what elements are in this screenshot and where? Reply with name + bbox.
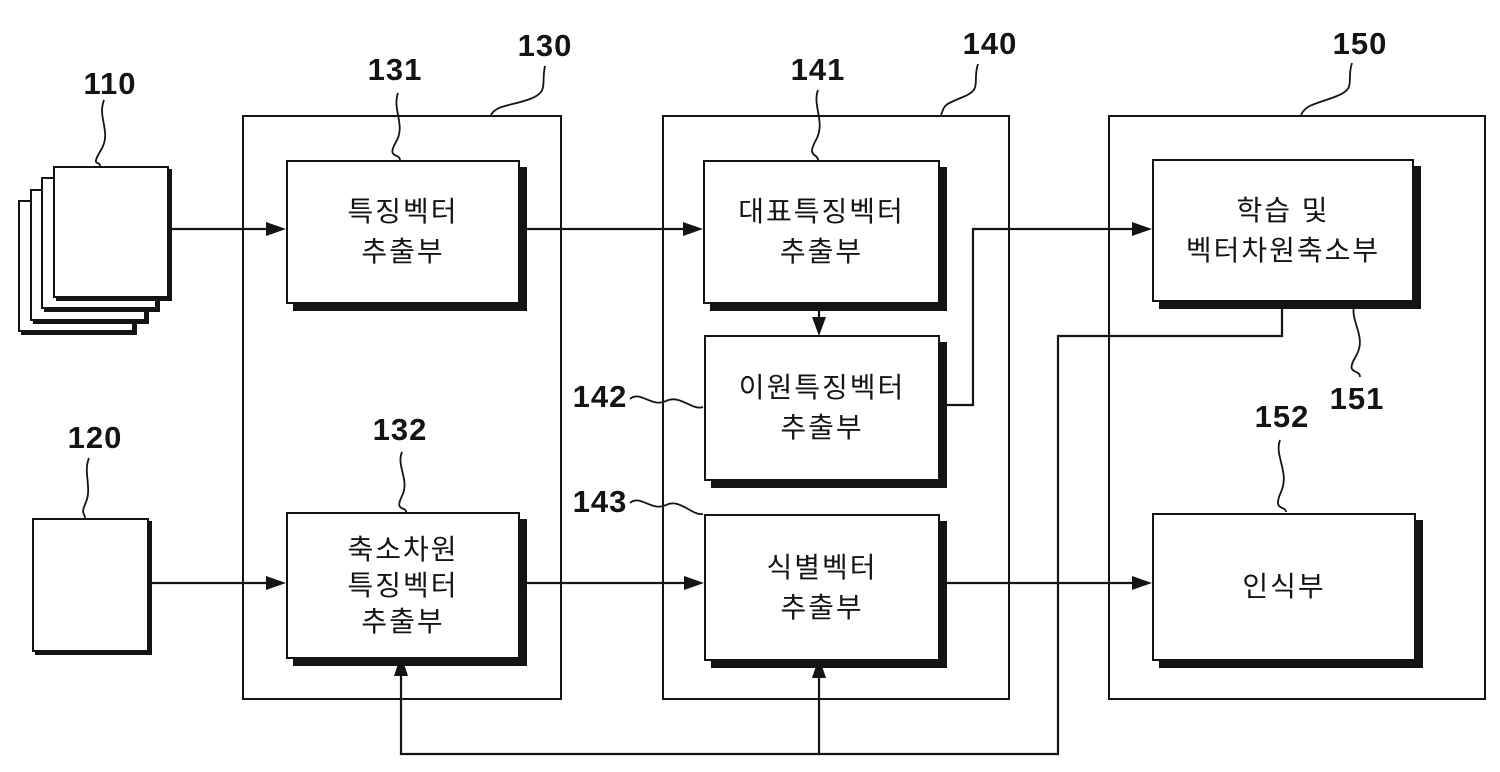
box-text-line: 식별벡터 xyxy=(766,551,878,583)
leader-140 xyxy=(940,63,979,116)
arrowhead xyxy=(812,317,826,336)
box-text-line: 추출부 xyxy=(779,236,864,267)
arrowhead xyxy=(266,222,286,236)
box-text-line: 인식부 xyxy=(1242,571,1326,602)
leader-120 xyxy=(82,457,90,519)
leader-143 xyxy=(629,499,704,515)
arrowhead xyxy=(394,655,408,676)
arrowhead xyxy=(1132,576,1152,590)
leader-130 xyxy=(490,65,546,116)
box-learning-and-vector-dim-reduction: 학습 및 벡터차원축소부 xyxy=(1152,159,1414,302)
ref-label-152: 152 xyxy=(1254,399,1310,434)
ref-label-130: 130 xyxy=(517,28,573,63)
box-text-line: 이원특징벡터 xyxy=(738,372,906,403)
leader-151 xyxy=(1350,302,1361,378)
box-text-line: 벡터차원축소부 xyxy=(1185,234,1381,266)
stack-page-1 xyxy=(53,166,169,298)
ref-label-132: 132 xyxy=(372,412,428,447)
arrowhead xyxy=(683,222,703,236)
ref-label-140: 140 xyxy=(962,26,1018,61)
ref-label-131: 131 xyxy=(367,52,423,87)
box-feature-vector-extractor: 특징벡터 추출부 xyxy=(286,160,520,304)
container-130 xyxy=(242,115,562,700)
box-binary-feature-vector-extractor: 이원특징벡터 추출부 xyxy=(704,335,940,481)
box-recognition-unit: 인식부 xyxy=(1152,513,1416,661)
leader-150 xyxy=(1300,62,1353,116)
box-text-line: 학습 및 xyxy=(1236,194,1330,226)
leader-110 xyxy=(94,99,107,167)
box-text-line: 추출부 xyxy=(361,605,445,637)
box-identification-vector-extractor: 식별벡터 추출부 xyxy=(704,514,940,661)
ref-label-142: 142 xyxy=(572,379,628,414)
arrowhead xyxy=(684,576,704,590)
ref-label-110: 110 xyxy=(83,66,137,101)
leader-141 xyxy=(811,89,821,161)
box-representative-feature-vector-extractor: 대표특징벡터 추출부 xyxy=(703,160,940,304)
arrowhead xyxy=(1132,222,1152,236)
arrowhead xyxy=(812,657,826,678)
leader-lines xyxy=(82,62,1361,519)
leader-131 xyxy=(391,92,401,161)
leader-132 xyxy=(398,451,407,513)
container-150 xyxy=(1108,115,1486,700)
box-text-line: 추출부 xyxy=(361,236,445,267)
arrow-142-to-151 xyxy=(936,227,1134,407)
input-image-box xyxy=(32,518,149,652)
ref-label-150: 150 xyxy=(1332,26,1388,61)
box-text-line: 대표특징벡터 xyxy=(738,196,905,227)
ref-label-141: 141 xyxy=(790,52,846,87)
ref-label-120: 120 xyxy=(67,420,123,455)
arrowhead xyxy=(266,576,286,590)
box-text-line: 축소차원 xyxy=(347,533,459,565)
box-text-line: 추출부 xyxy=(780,412,864,443)
leader-152 xyxy=(1277,439,1287,513)
box-text-line: 특징벡터 xyxy=(347,196,459,227)
ref-label-151: 151 xyxy=(1329,381,1385,416)
box-text-line: 추출부 xyxy=(780,591,864,623)
container-140 xyxy=(662,115,1010,700)
leader-142 xyxy=(629,395,704,409)
ref-label-143: 143 xyxy=(572,484,628,519)
feedback-151-to-132 xyxy=(399,300,1284,756)
box-reduced-dim-feature-vector-extractor: 축소차원 특징벡터 추출부 xyxy=(286,512,520,659)
box-text-line: 특징벡터 xyxy=(347,569,459,601)
